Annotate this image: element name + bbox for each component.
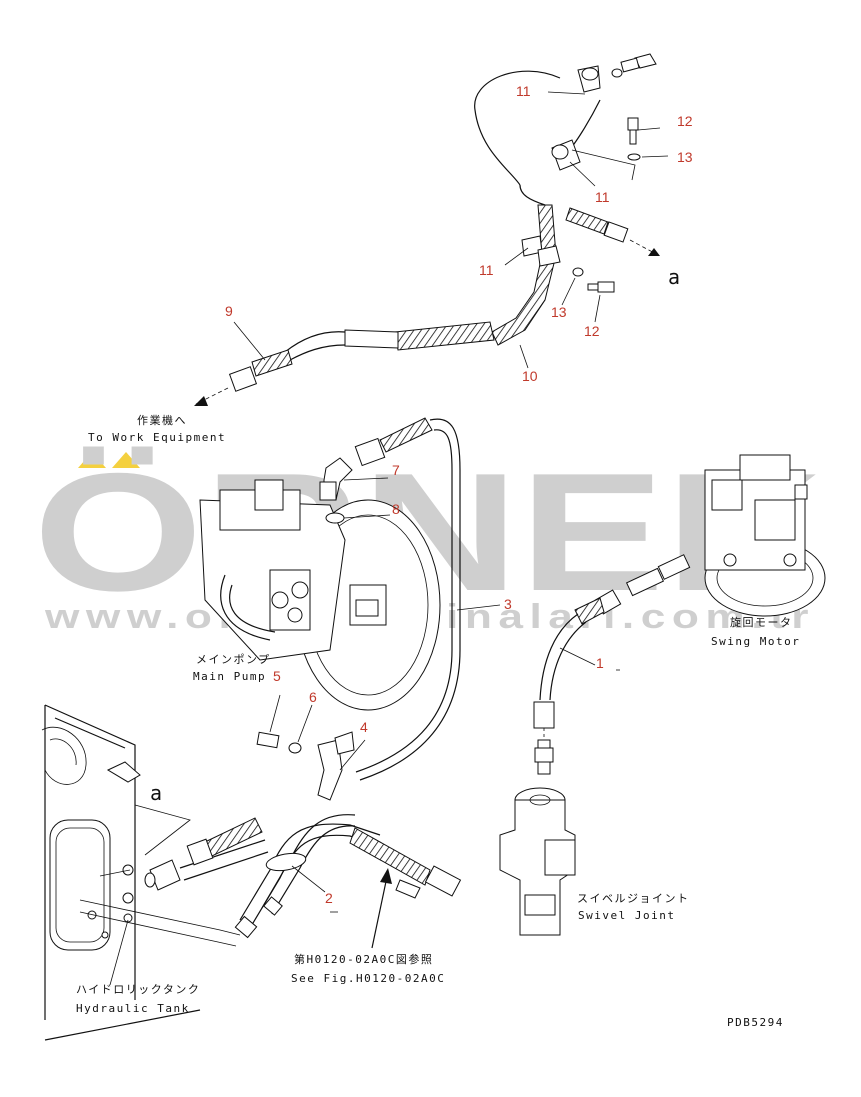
caption-hydraulic-tank-en: Hydraulic Tank bbox=[76, 1002, 190, 1015]
hose-1 bbox=[533, 589, 622, 775]
label-12-upper: 12 bbox=[677, 113, 693, 129]
label-10: 10 bbox=[522, 368, 538, 384]
label-13-upper: 13 bbox=[677, 149, 693, 165]
caption-swivel-joint-jp: スイベルジョイント bbox=[577, 892, 690, 905]
clamp-lower bbox=[521, 235, 561, 267]
bolt-12-upper bbox=[627, 117, 641, 161]
watermark-accent-right bbox=[112, 452, 140, 468]
part-number-labels: 11 11 11 12 12 13 13 9 10 7 8 3 1 5 6 4 … bbox=[225, 83, 693, 906]
label-2: 2 bbox=[325, 890, 333, 906]
swivel-joint bbox=[499, 787, 576, 936]
label-8: 8 bbox=[392, 501, 400, 517]
lower-piping bbox=[79, 731, 462, 947]
label-13-lower: 13 bbox=[551, 304, 567, 320]
caption-see-fig-jp: 第H0120-02A0C図参照 bbox=[294, 952, 433, 966]
watermark-accent-left bbox=[78, 452, 106, 468]
caption-main-pump-en: Main Pump bbox=[193, 670, 266, 683]
label-12-lower: 12 bbox=[584, 323, 600, 339]
upper-hose-assembly bbox=[194, 53, 661, 406]
label-11-lower: 11 bbox=[479, 262, 494, 278]
leader-lines bbox=[109, 91, 669, 986]
elbow-7 bbox=[319, 457, 353, 501]
ref-letter-a-top: a bbox=[668, 265, 680, 289]
label-11-top: 11 bbox=[516, 83, 531, 99]
caption-work-equipment-en: To Work Equipment bbox=[88, 431, 226, 444]
caption-hydraulic-tank-jp: ハイドロリックタンク bbox=[76, 983, 200, 996]
ref-letter-a-bottom: a bbox=[150, 781, 162, 805]
clamp-middle bbox=[551, 139, 636, 181]
label-9: 9 bbox=[225, 303, 233, 319]
clamp-top bbox=[577, 65, 601, 93]
captions: 作業機へ To Work Equipment メインポンプ Main Pump … bbox=[76, 413, 800, 1029]
drawing-number: PDB5294 bbox=[727, 1016, 784, 1029]
caption-swing-motor-jp: 旋回モータ bbox=[730, 615, 793, 629]
hose-3 bbox=[354, 417, 461, 781]
hydraulic-tank bbox=[41, 704, 201, 1041]
label-5: 5 bbox=[273, 668, 281, 684]
bolt-12-lower bbox=[572, 267, 615, 293]
label-7: 7 bbox=[392, 462, 400, 478]
caption-see-fig-en: See Fig.H0120-02A0C bbox=[291, 972, 445, 985]
hose-to-a bbox=[565, 207, 661, 257]
o-ring-8 bbox=[325, 512, 345, 524]
caption-main-pump-jp: メインポンプ bbox=[196, 653, 271, 666]
hose-10 bbox=[284, 184, 557, 361]
label-11-middle: 11 bbox=[595, 189, 610, 205]
caption-work-equipment-jp: 作業機へ bbox=[137, 413, 187, 427]
swing-motor bbox=[625, 454, 826, 617]
label-1: 1 bbox=[596, 655, 604, 671]
label-6: 6 bbox=[309, 689, 317, 705]
caption-swing-motor-en: Swing Motor bbox=[711, 635, 800, 648]
main-pump bbox=[199, 417, 461, 781]
label-3: 3 bbox=[504, 596, 512, 612]
label-4: 4 bbox=[360, 719, 368, 735]
caption-swivel-joint-en: Swivel Joint bbox=[578, 909, 675, 922]
hose-9 bbox=[194, 349, 293, 406]
bolt-top-right bbox=[611, 53, 657, 78]
